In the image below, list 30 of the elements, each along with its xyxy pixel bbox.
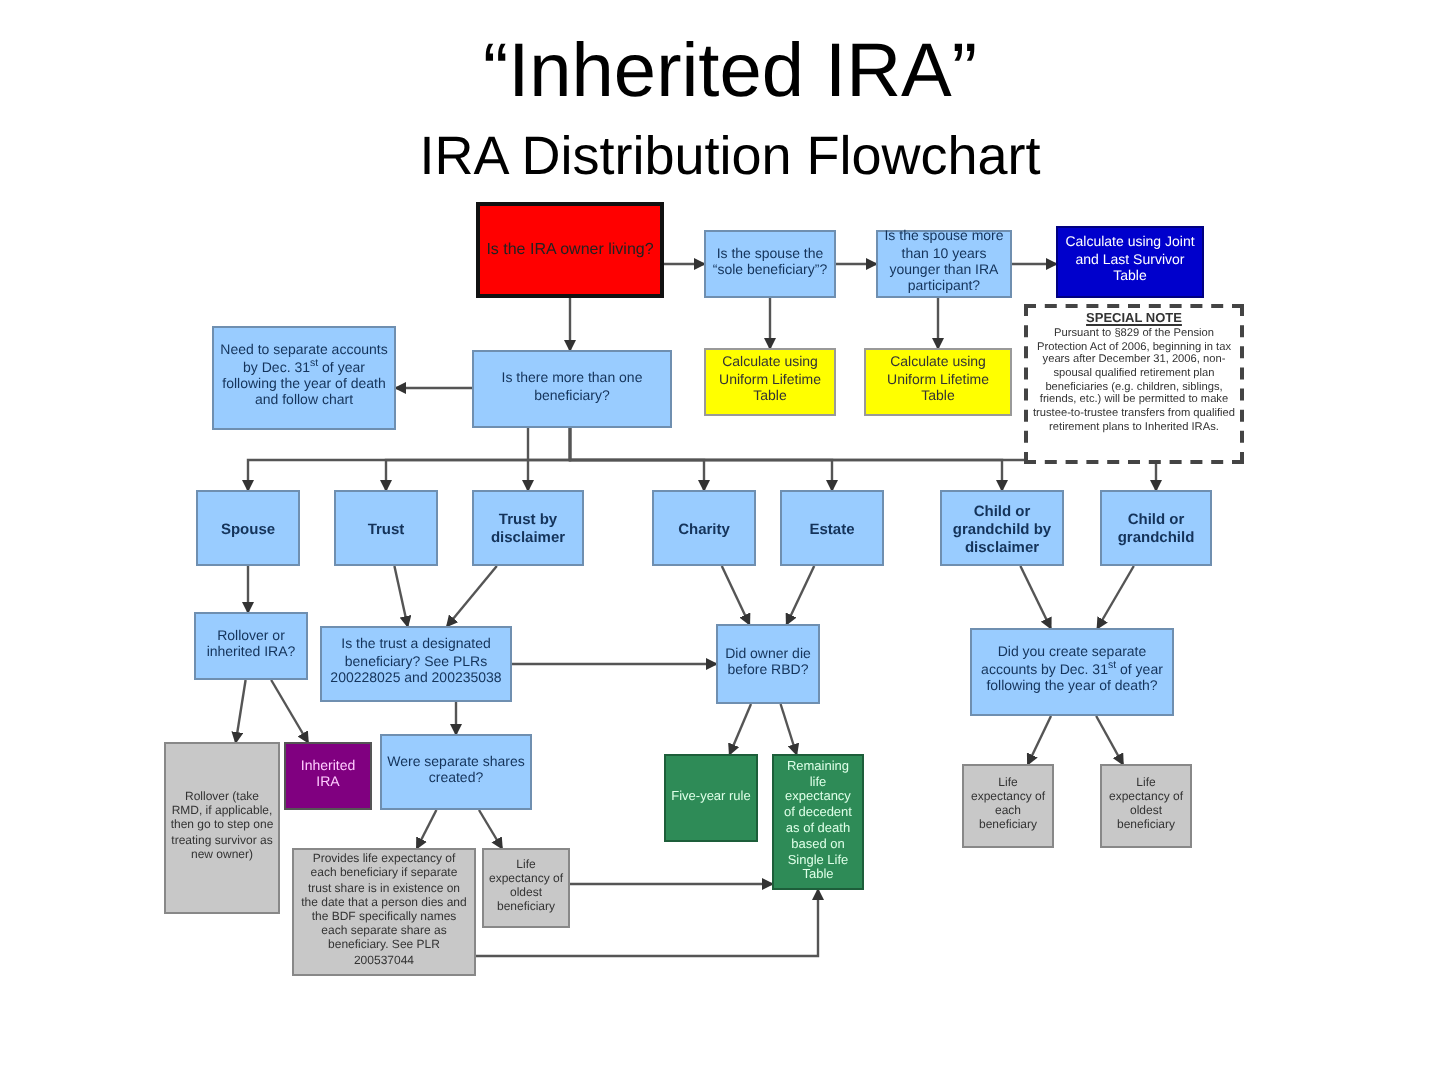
arrow bbox=[450, 702, 462, 736]
arrow bbox=[242, 566, 254, 614]
arrow bbox=[476, 888, 824, 958]
arrow bbox=[570, 878, 774, 890]
arrow bbox=[1096, 565, 1135, 630]
arrow bbox=[1019, 565, 1052, 630]
arrow bbox=[728, 703, 753, 756]
arrow bbox=[445, 565, 498, 628]
arrow bbox=[270, 679, 309, 744]
arrow bbox=[1095, 715, 1124, 766]
arrow bbox=[932, 298, 944, 350]
arrow bbox=[394, 382, 472, 394]
title: “Inherited IRA” bbox=[480, 28, 980, 116]
arrow bbox=[836, 258, 878, 270]
arrow bbox=[231, 679, 247, 744]
arrow bbox=[522, 428, 534, 492]
arrow bbox=[564, 298, 576, 352]
decision-box: Is the IRA owner living? bbox=[476, 202, 664, 298]
arrow bbox=[1026, 715, 1053, 766]
arrow bbox=[393, 565, 412, 628]
arrow bbox=[1012, 258, 1058, 270]
arrow bbox=[415, 809, 438, 850]
arrow bbox=[785, 565, 816, 626]
arrow bbox=[764, 298, 776, 350]
arrow bbox=[779, 703, 800, 756]
arrow bbox=[664, 258, 706, 270]
subtitle: IRA Distribution Flowchart bbox=[417, 124, 1043, 188]
arrow bbox=[477, 809, 503, 850]
arrow bbox=[512, 658, 718, 670]
arrow bbox=[720, 565, 751, 626]
